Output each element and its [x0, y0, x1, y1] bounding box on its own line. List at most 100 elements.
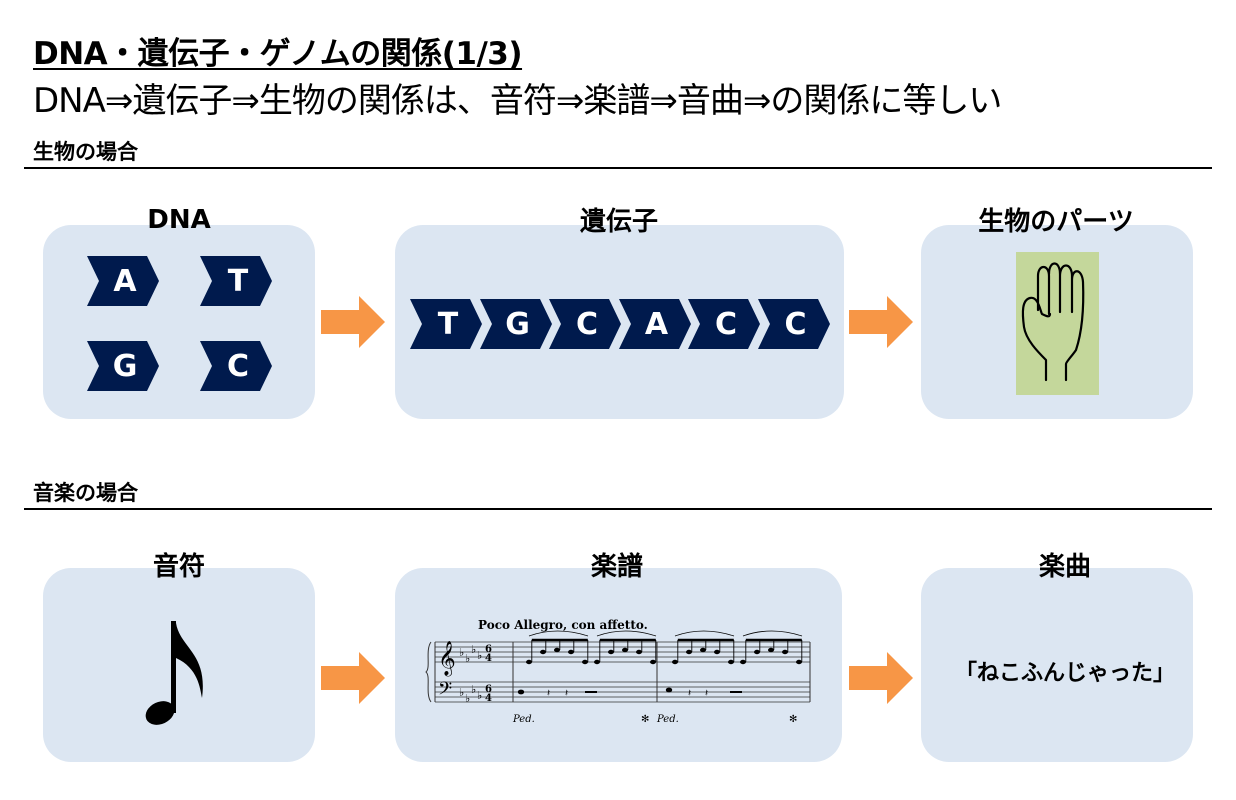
- dna-panel-title: DNA: [147, 205, 211, 235]
- dna-base-chevron: G: [87, 341, 159, 391]
- pedal-mark: Ped.: [656, 714, 679, 725]
- gene-base-letter: G: [505, 306, 530, 342]
- gene-base-letter: C: [714, 306, 738, 342]
- right-arrow-icon: [321, 296, 385, 348]
- hand-image: [1016, 252, 1099, 395]
- pedal-release: ✻: [789, 714, 797, 725]
- bass-note: [665, 687, 673, 693]
- note-head: [728, 659, 734, 665]
- dna-base-letter: A: [113, 263, 137, 299]
- gene-base-letter: T: [437, 306, 459, 342]
- note-head: [768, 647, 774, 653]
- dna-panel: [43, 225, 315, 419]
- hand-icon: [1021, 262, 1085, 382]
- note-head: [554, 647, 560, 653]
- bass-clef: 𝄢: [438, 679, 452, 704]
- chevron-shape: [87, 256, 159, 306]
- gene-panel-title: 遺伝子: [579, 207, 659, 237]
- chevron-shape: [757, 299, 830, 349]
- note-panel-title: 音符: [152, 552, 206, 582]
- pedal-release: ✻: [641, 714, 649, 725]
- note-head: [672, 659, 678, 665]
- dna-base-chevron: C: [200, 341, 272, 391]
- time-sig: 6: [485, 684, 492, 695]
- gene-base-letter: A: [644, 306, 669, 342]
- gene-base-chevron: G: [479, 299, 552, 349]
- gene-base-chevron: A: [618, 299, 691, 349]
- flat-sign: ♭: [459, 646, 464, 659]
- note-panel: [43, 568, 315, 762]
- time-sig: 4: [485, 693, 492, 704]
- slur: [674, 630, 735, 637]
- chevron-shape: [618, 299, 691, 349]
- music-section-divider: [24, 508, 1212, 510]
- bass-note: [517, 689, 525, 695]
- note-head: [526, 659, 532, 665]
- chevron-shape: [549, 299, 621, 349]
- flat-sign: ♭: [465, 692, 470, 705]
- flat-sign: ♭: [465, 652, 470, 665]
- time-sig: 6: [485, 644, 492, 655]
- gene-base-chevron: T: [410, 299, 482, 349]
- chevron-shape: [200, 341, 272, 391]
- rest: 𝄽: [547, 688, 550, 699]
- note-head: [622, 647, 628, 653]
- note-head: [700, 647, 706, 653]
- score-panel: [395, 568, 842, 762]
- song-panel: [921, 568, 1193, 762]
- chevron-shape: [410, 299, 482, 349]
- note-head: [594, 659, 600, 665]
- rest: 𝄽: [565, 688, 568, 699]
- note-head: [636, 649, 642, 655]
- organism-parts-panel-title: 生物のパーツ: [978, 207, 1134, 237]
- note-head: [582, 659, 588, 665]
- gene-base-chevron: C: [688, 299, 760, 349]
- dna-base-letter: G: [112, 348, 138, 384]
- flat-sign: ♭: [459, 686, 464, 699]
- pedal-mark: Ped.: [512, 714, 535, 725]
- gene-base-letter: C: [575, 306, 599, 342]
- gene-base-chevron: C: [757, 299, 830, 349]
- slur: [742, 630, 803, 637]
- note-head: [650, 659, 656, 665]
- gene-base-chevron: C: [549, 299, 621, 349]
- treble-clef: 𝄞: [438, 641, 456, 677]
- dna-base-chevron: A: [87, 256, 159, 306]
- note-head: [608, 649, 614, 655]
- music-section-label: 音楽の場合: [33, 481, 138, 505]
- score-panel-title: 楽譜: [590, 552, 644, 582]
- chevron-shape: [200, 256, 272, 306]
- rest: 𝄽: [688, 688, 691, 699]
- slur: [528, 630, 589, 637]
- flat-sign: ♭: [471, 683, 476, 696]
- biology-section-label: 生物の場合: [33, 140, 138, 164]
- right-arrow-icon: [321, 652, 385, 704]
- dna-base-letter: C: [226, 348, 250, 384]
- note-head: [754, 649, 760, 655]
- rest: 𝄽: [705, 688, 708, 699]
- right-arrow-icon: [849, 652, 913, 704]
- brace: [425, 641, 432, 703]
- dna-base-chevron: T: [200, 256, 272, 306]
- biology-section-divider: [24, 167, 1212, 169]
- flat-sign: ♭: [477, 649, 482, 662]
- dna-base-letter: T: [227, 263, 249, 299]
- note-head: [782, 649, 788, 655]
- right-arrow-icon: [849, 296, 913, 348]
- song-panel-title: 楽曲: [1038, 552, 1092, 582]
- chevron-shape: [688, 299, 760, 349]
- time-sig: 4: [485, 653, 492, 664]
- slide-title: DNA・遺伝子・ゲノムの関係(1/3): [33, 36, 523, 72]
- slide-subtitle: DNA⇒遺伝子⇒生物の関係は、音符⇒楽譜⇒音曲⇒の関係に等しい: [33, 81, 1002, 121]
- flat-sign: ♭: [471, 643, 476, 656]
- note-head: [796, 659, 802, 665]
- note-head: [740, 659, 746, 665]
- note-head: [686, 649, 692, 655]
- flat-sign: ♭: [477, 689, 482, 702]
- score-tempo-marking: Poco Allegro, con affetto.: [478, 618, 648, 632]
- note-head: [568, 649, 574, 655]
- note-head: [714, 649, 720, 655]
- chevron-shape: [87, 341, 159, 391]
- eighth-note-icon: [145, 621, 203, 725]
